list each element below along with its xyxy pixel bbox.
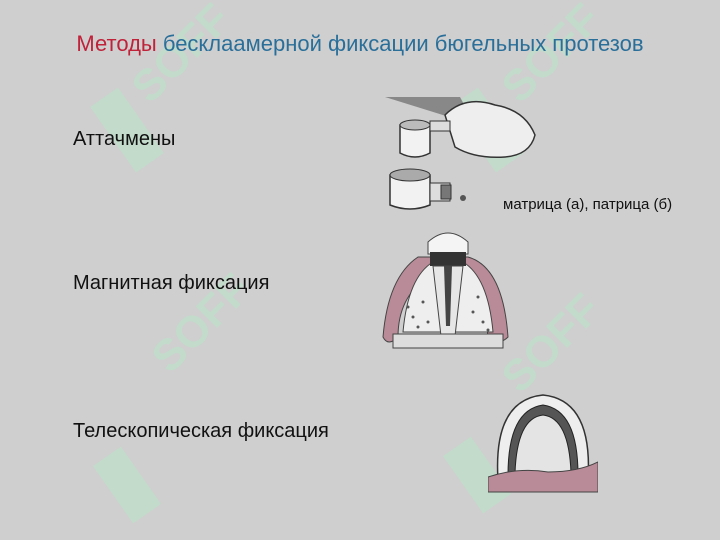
method-label-telescopic: Телескопическая фиксация bbox=[73, 420, 329, 442]
watermark-logo-shape bbox=[92, 446, 162, 524]
method-label-magnetic: Магнитная фиксация bbox=[73, 272, 270, 294]
title-rest: бесклаамерной фиксации бюгельных протезо… bbox=[156, 31, 644, 56]
title-accent: Методы bbox=[76, 31, 157, 56]
watermark-text: SOFF bbox=[122, 0, 240, 112]
telescopic-illustration bbox=[488, 394, 598, 493]
attachment-caption: матрица (а), патрица (б) bbox=[503, 196, 673, 213]
magnetic-illustration bbox=[382, 232, 509, 349]
slide-title: Методы бесклаамерной фиксации бюгельных … bbox=[40, 32, 680, 56]
attachment-illustration bbox=[385, 97, 536, 210]
method-label-attachments: Аттачмены bbox=[73, 128, 176, 150]
